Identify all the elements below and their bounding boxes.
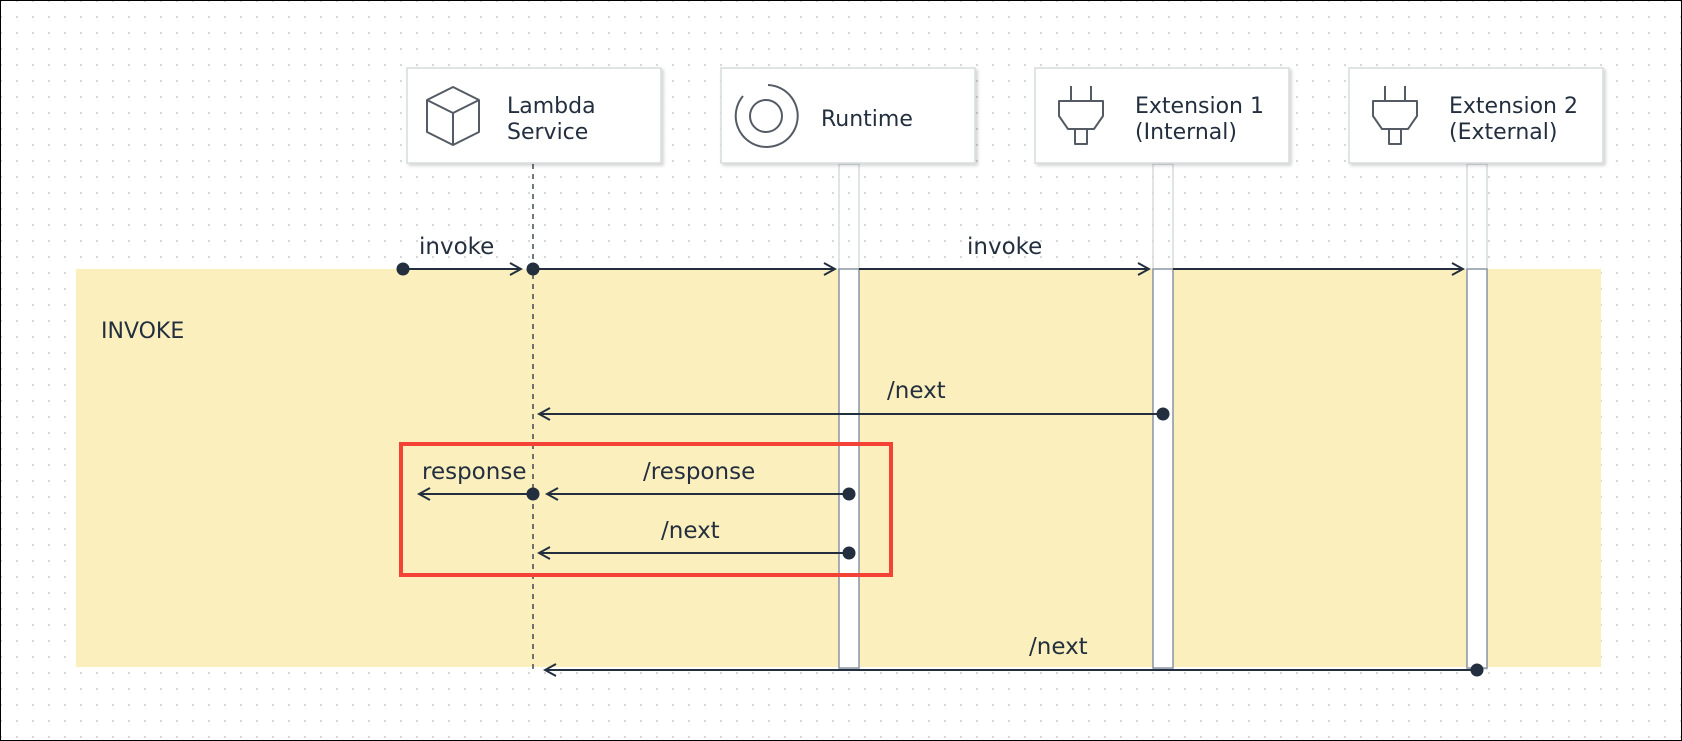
ext2-activation-bar <box>1466 268 1488 669</box>
participant-extension-2: Extension 2 (External) <box>1348 67 1604 164</box>
runtime-activation-bar <box>838 268 860 669</box>
invoke-in-label: invoke <box>419 234 494 260</box>
message-runtime-response: /response <box>547 459 856 501</box>
response-out-label: response <box>422 459 526 485</box>
participant-runtime: Runtime <box>720 67 976 164</box>
ext2-label-line1: Extension 2 <box>1449 94 1578 119</box>
ext2-label-line2: (External) <box>1449 120 1557 145</box>
ext1-next-label: /next <box>887 378 946 404</box>
message-response-out: response <box>419 459 540 501</box>
runtime-label: Runtime <box>821 107 913 132</box>
message-ext2-next: /next <box>545 634 1484 677</box>
participant-lambda-service: Lambda Service <box>406 67 662 164</box>
message-runtime-next: /next <box>539 518 856 560</box>
cube-icon <box>426 86 480 146</box>
plug-icon <box>1058 86 1104 145</box>
message-invoke-out: invoke <box>526 234 1464 276</box>
ext2-next-label: /next <box>1029 634 1088 660</box>
runtime-next-label: /next <box>661 518 720 544</box>
highlight-box <box>399 442 893 577</box>
participant-extension-1: Extension 1 (Internal) <box>1034 67 1290 164</box>
lambda-label-line2: Service <box>507 120 588 145</box>
lambda-label-line1: Lambda <box>507 94 596 119</box>
ext1-label-line1: Extension 1 <box>1135 94 1264 119</box>
ext1-label-line2: (Internal) <box>1135 120 1237 145</box>
message-ext1-next: /next <box>539 378 1170 421</box>
message-invoke-in: invoke <box>396 234 522 276</box>
runtime-response-label: /response <box>643 459 755 485</box>
phase-label: INVOKE <box>101 319 184 344</box>
ext1-activation-bar <box>1152 268 1174 669</box>
plug-icon <box>1372 86 1418 145</box>
circle-ring-icon <box>734 84 799 148</box>
invoke-out-label: invoke <box>967 234 1042 260</box>
